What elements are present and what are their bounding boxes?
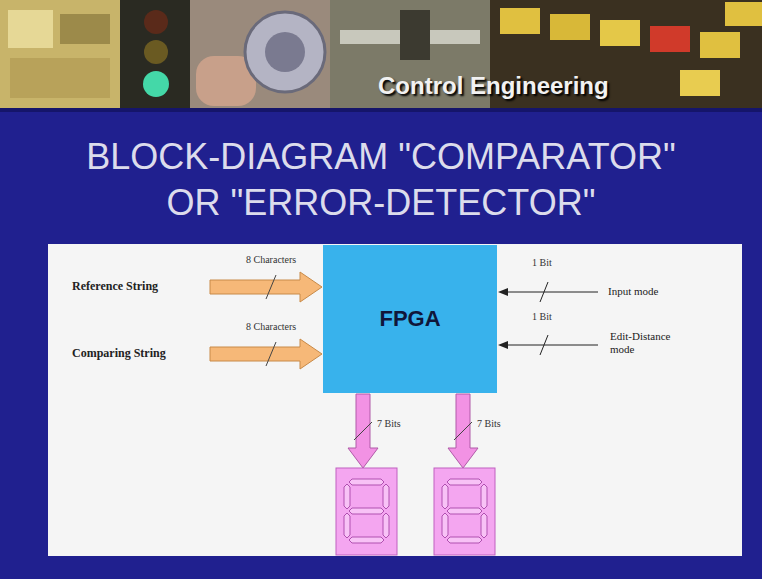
display-body [336,468,397,555]
key [600,20,640,46]
signal-name: Reference String [72,279,158,293]
bus-slash [540,282,548,302]
bus-arrow [348,394,378,468]
banner-photo [60,14,110,44]
lens-photo [245,12,325,92]
banner-edge [0,108,762,112]
banner-title: Control Engineering [378,72,609,101]
bus-slash [454,422,472,440]
signal-wire [506,292,598,293]
display-segment [349,479,384,485]
traffic-light-lamp [144,40,168,64]
traffic-light [120,0,190,112]
banner-ground [0,0,762,112]
banner-photo [0,0,120,112]
key [700,32,740,58]
display-segment [447,479,482,485]
display-segment [383,513,389,538]
key [500,8,540,34]
display-segment [344,484,350,509]
display-segment [442,484,448,509]
display-segment [447,537,482,543]
bus-slash [540,335,548,355]
bus-width: 1 Bit [532,257,552,269]
bus-slash [354,422,372,440]
display-segment [349,508,384,514]
key [550,14,590,40]
bus-width: 8 Characters [246,321,296,333]
bus-width: 8 Characters [246,254,296,266]
display-segment [447,508,482,514]
slide-title: BLOCK-DIAGRAM "COMPARATOR" OR "ERROR-DET… [66,134,696,226]
traffic-light-lamp [143,71,169,97]
signal-name: Edit-Distance mode [610,330,690,356]
block-label: FPGA [379,306,440,332]
bus-width: 7 Bits [477,418,501,430]
bus-arrow [448,394,478,468]
bus-arrow [210,272,322,302]
display-segment [481,484,487,509]
signal-name: Comparing String [72,346,166,360]
display-segment [344,513,350,538]
bus-width: 7 Bits [377,418,401,430]
bus-slash [266,275,276,299]
arrow-head [498,341,508,349]
key [650,26,690,52]
seven-segment-display [336,468,397,555]
fpga-block: FPGA [323,245,497,393]
signal-name: Input mode [608,285,658,298]
key [725,2,762,26]
lens-photo [265,32,305,72]
bus-width: 1 Bit [532,311,552,323]
arrow-head [498,288,508,296]
key [680,70,720,96]
machine-part [400,10,430,60]
banner-photo [8,10,53,48]
display-segment [349,537,384,543]
banner-photo [10,58,110,98]
bus-arrow [210,339,322,369]
display-segment [383,484,389,509]
display-segment [442,513,448,538]
bus-slash [266,342,276,366]
signal-wire [506,345,598,346]
banner-photo [190,0,330,112]
display-segment [481,513,487,538]
traffic-light-lamp [144,10,168,34]
display-body [434,468,495,555]
diagram-panel [48,244,742,556]
seven-segment-display [434,468,495,555]
